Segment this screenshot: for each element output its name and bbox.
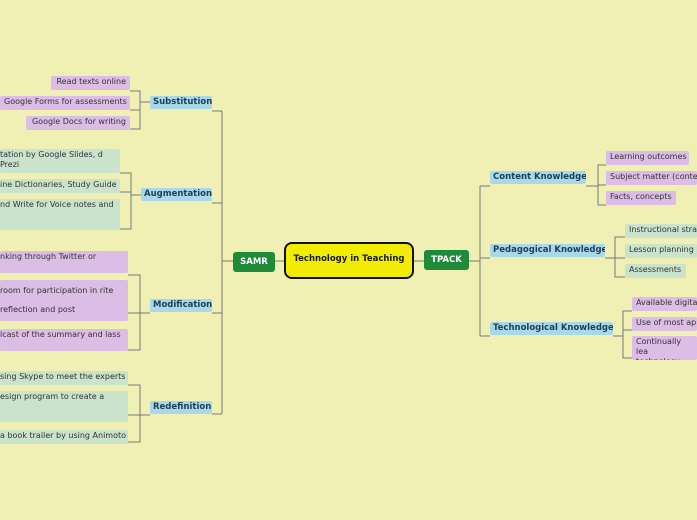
subtopic-pedagogical-knowledge[interactable]: Pedagogical Knowledge — [490, 244, 605, 257]
leaf-use-of-most-apps[interactable]: Use of most ap — [632, 317, 697, 331]
central-topic[interactable]: Technology in Teaching — [284, 242, 414, 279]
leaf-design-program[interactable]: esign program to create a — [0, 391, 128, 422]
leaf-lesson-planning[interactable]: Lesson planning — [625, 244, 697, 258]
leaf-facts-concepts[interactable]: Facts, concepts — [606, 191, 676, 205]
leaf-continually-learn-technology[interactable]: Continually lea technology — [632, 336, 697, 360]
leaf-animoto-trailer[interactable]: a book trailer by using Animoto — [0, 430, 128, 444]
leaf-twitter[interactable]: nking through Twitter or — [0, 251, 128, 273]
subtopic-content-knowledge[interactable]: Content Knowledge — [490, 171, 586, 184]
subtopic-substitution[interactable]: Substitution — [150, 96, 212, 109]
leaf-read-texts-online[interactable]: Read texts online — [51, 76, 130, 90]
leaf-google-docs[interactable]: Google Docs for writing — [26, 116, 130, 130]
leaf-podcast-summary[interactable]: lcast of the summary and lass — [0, 329, 128, 351]
leaf-google-forms[interactable]: Google Forms for assessments — [0, 96, 130, 110]
subtopic-augmentation[interactable]: Augmentation — [141, 188, 212, 201]
leaf-skype-experts[interactable]: sing Skype to meet the experts — [0, 371, 128, 385]
leaf-presentation-slides[interactable]: tation by Google Slides, d Prezi — [0, 149, 120, 173]
leaf-online-dictionaries[interactable]: ine Dictionaries, Study Guide — [0, 179, 120, 193]
leaf-available-digital[interactable]: Available digita — [632, 297, 697, 311]
leaf-subject-matter[interactable]: Subject matter (conte — [606, 171, 697, 185]
main-topic-tpack[interactable]: TPACK — [424, 250, 469, 270]
leaf-classroom-reflection[interactable]: room for participation in rite reflectio… — [0, 280, 128, 321]
main-topic-samr[interactable]: SAMR — [233, 252, 275, 272]
subtopic-modification[interactable]: Modification — [150, 299, 212, 312]
leaf-instructional-strategies[interactable]: Instructional stra — [625, 224, 697, 238]
subtopic-redefinition[interactable]: Redefinition — [150, 401, 212, 414]
subtopic-technological-knowledge[interactable]: Technological Knowledge — [490, 322, 613, 335]
leaf-voice-notes[interactable]: nd Write for Voice notes and — [0, 199, 120, 230]
leaf-learning-outcomes[interactable]: Learning outcomes — [606, 151, 689, 165]
leaf-assessments[interactable]: Assessments — [625, 264, 686, 278]
